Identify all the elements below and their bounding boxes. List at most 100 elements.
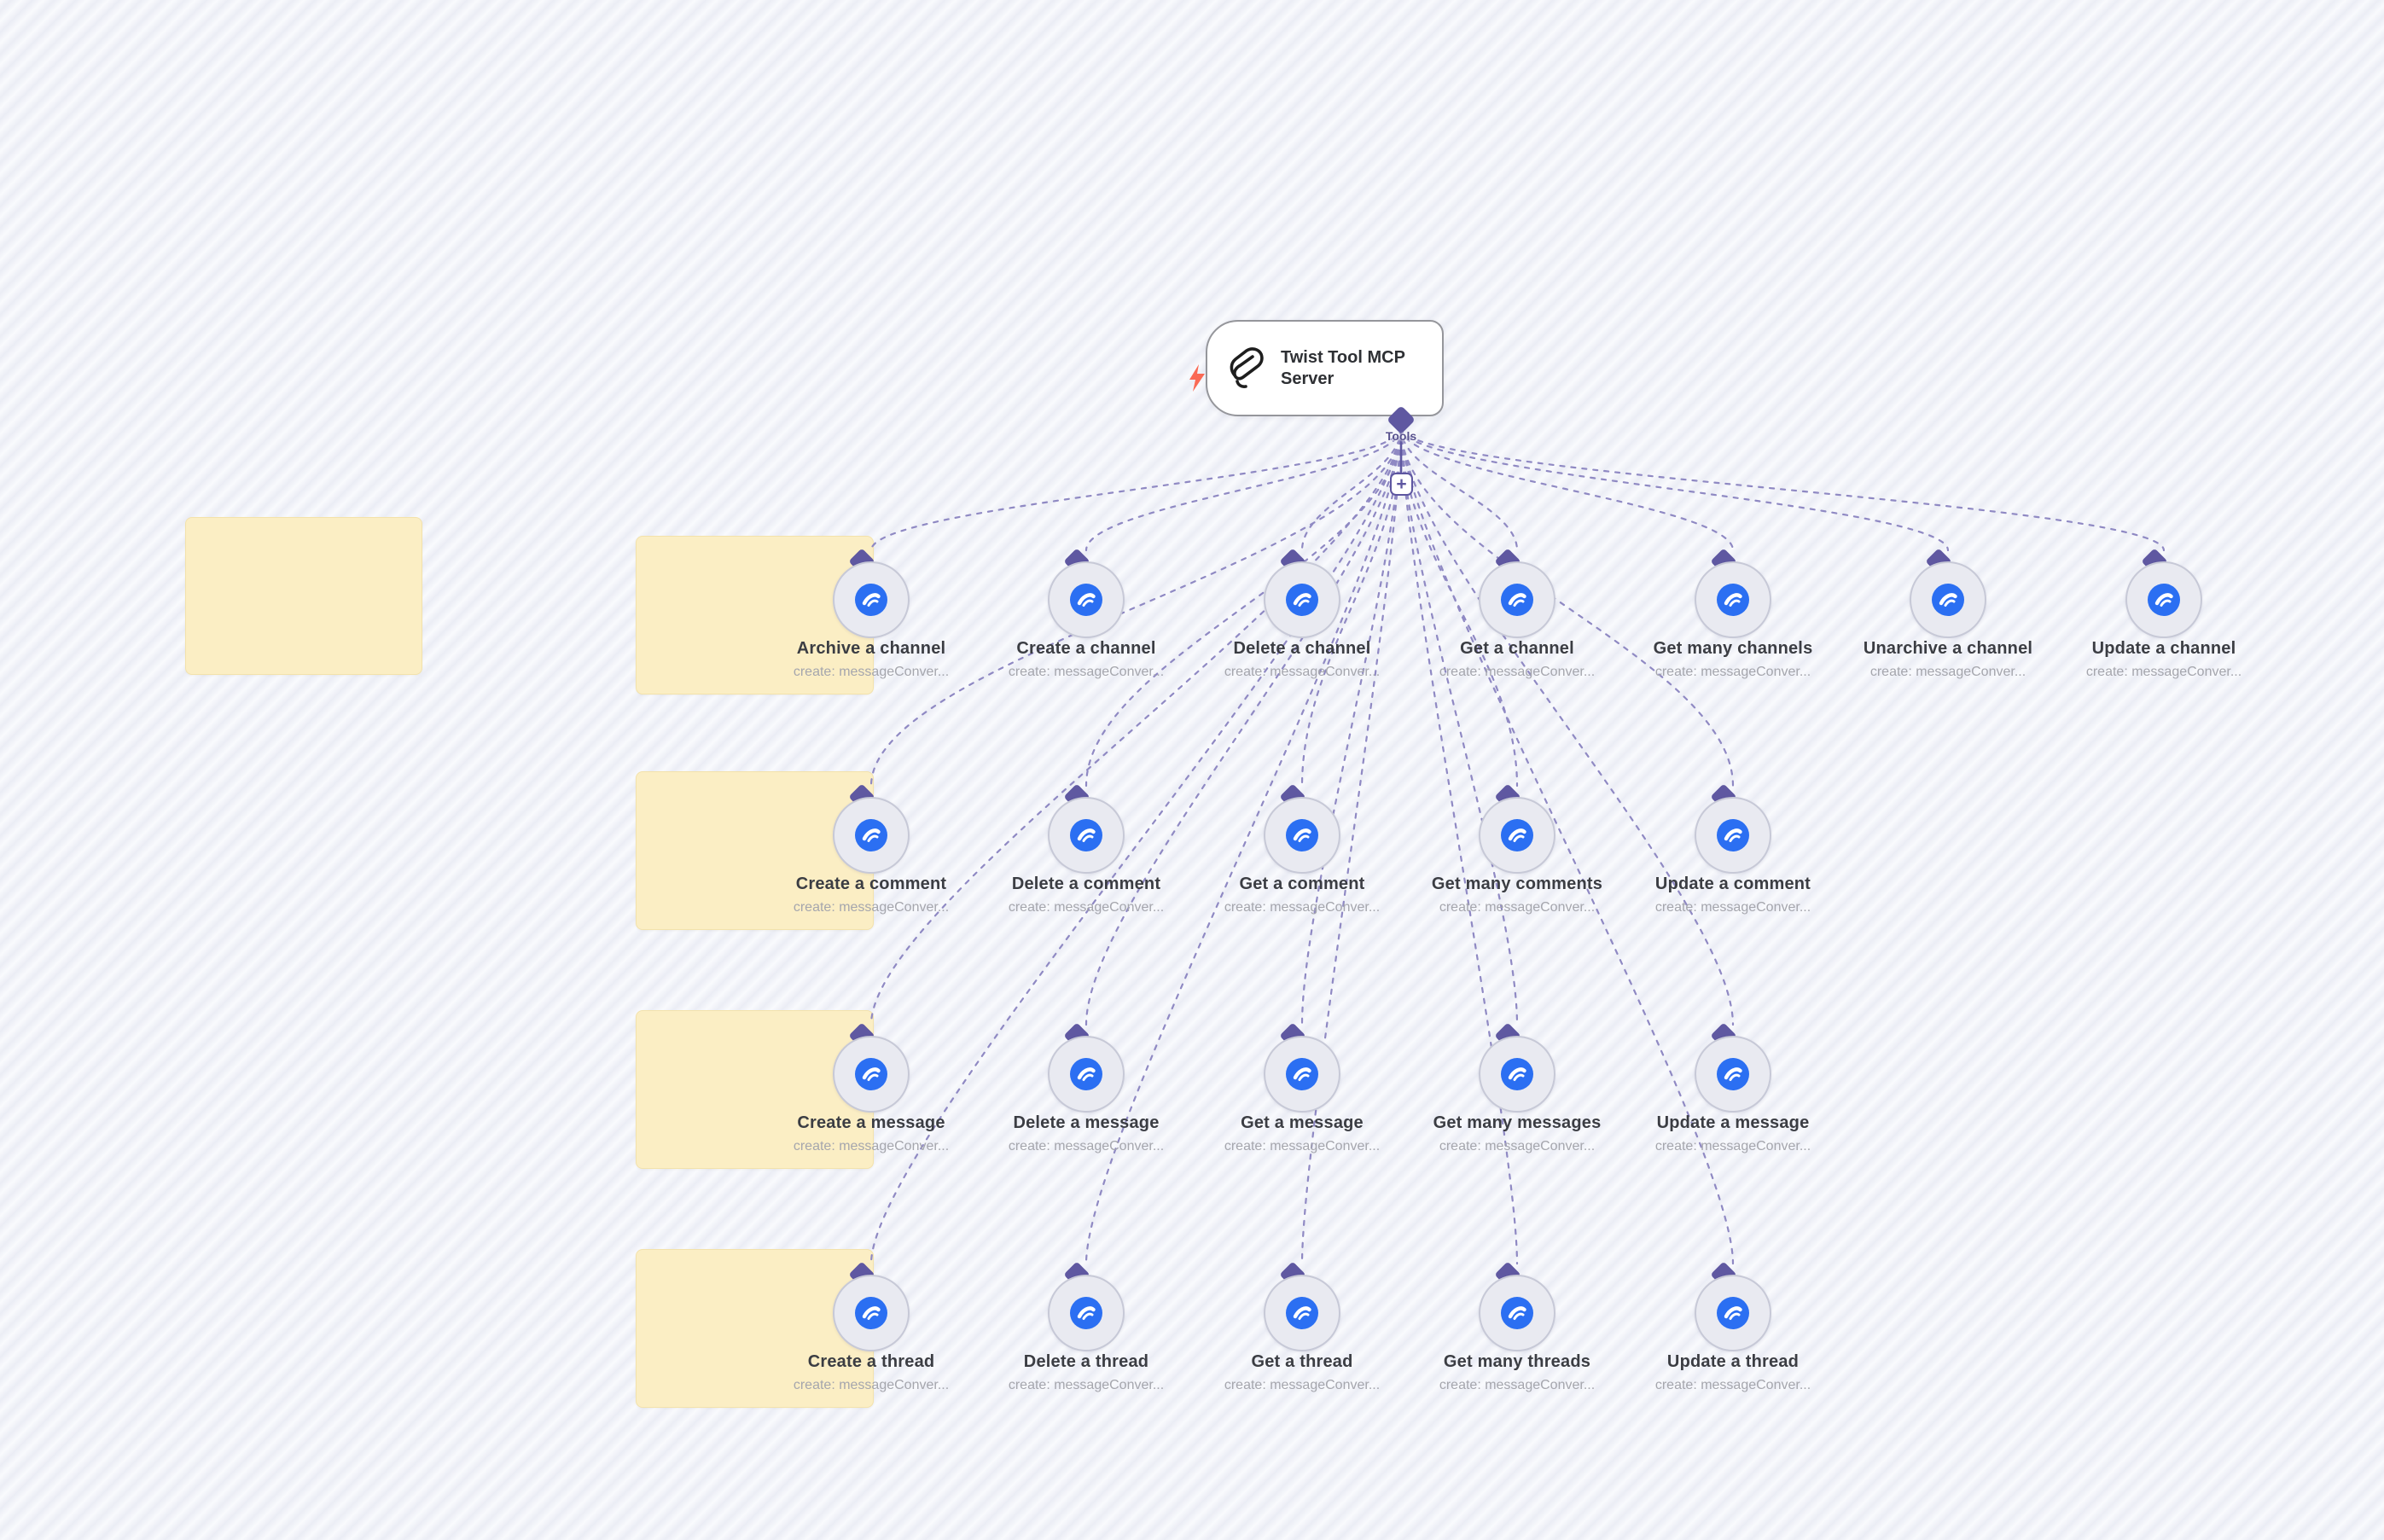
tool-node-title: Delete a channel <box>1233 639 1371 658</box>
tool-node[interactable]: Get a comment create: messageConver... <box>1183 781 1422 960</box>
tool-node[interactable]: Delete a message create: messageConver... <box>967 1020 1206 1199</box>
twist-tool-icon <box>1717 1297 1749 1329</box>
connection-line[interactable] <box>1300 427 1403 1265</box>
tool-node-circle[interactable] <box>1264 797 1340 874</box>
tool-node-subtitle: create: messageConver... <box>1008 665 1165 679</box>
tool-node-title: Update a channel <box>2091 639 2236 658</box>
tool-node-circle[interactable] <box>2125 561 2202 638</box>
sticky-note[interactable] <box>636 536 874 694</box>
twist-tool-icon <box>1717 819 1749 851</box>
connection-line[interactable] <box>1399 427 1735 1026</box>
tool-node-subtitle: create: messageConver... <box>793 1378 950 1392</box>
tool-node-circle[interactable] <box>1048 561 1125 638</box>
sticky-note[interactable] <box>636 1249 874 1408</box>
tool-node-circle[interactable] <box>1264 561 1340 638</box>
tool-node-subtitle: create: messageConver... <box>1654 1378 1811 1392</box>
connection-line[interactable] <box>1084 427 1403 787</box>
sticky-note[interactable] <box>185 517 422 675</box>
tool-node-circle[interactable] <box>1910 561 1986 638</box>
tool-node-subtitle: create: messageConver... <box>1439 900 1596 915</box>
tool-node-circle[interactable] <box>833 561 910 638</box>
connection-line[interactable] <box>1399 427 1519 1265</box>
connection-line[interactable] <box>1399 427 1735 787</box>
tool-node-subtitle: create: messageConver... <box>1224 665 1381 679</box>
connection-line[interactable] <box>869 427 1403 552</box>
tool-node-circle[interactable] <box>1264 1036 1340 1113</box>
connection-line[interactable] <box>1084 427 1403 552</box>
add-tool-button[interactable]: + <box>1390 473 1413 496</box>
connection-line[interactable] <box>1399 427 1950 552</box>
tool-node-circle[interactable] <box>1695 561 1771 638</box>
tool-node-title: Get many messages <box>1433 1113 1602 1132</box>
tool-node[interactable]: Update a channel create: messageConver... <box>2044 545 2283 724</box>
connection-line[interactable] <box>1399 427 1519 552</box>
tool-node-circle[interactable] <box>1695 1275 1771 1351</box>
tool-node-subtitle: create: messageConver... <box>2085 665 2242 679</box>
tool-node-circle[interactable] <box>1264 1275 1340 1351</box>
tool-node-subtitle: create: messageConver... <box>1654 900 1811 915</box>
tool-node-title: Get a message <box>1241 1113 1364 1132</box>
sticky-note[interactable] <box>636 771 874 930</box>
connection-line[interactable] <box>1399 427 1735 552</box>
twist-tool-icon <box>1717 1058 1749 1090</box>
tool-node-circle[interactable] <box>1479 1275 1555 1351</box>
twist-tool-icon <box>1501 1297 1533 1329</box>
tool-node-subtitle: create: messageConver... <box>1008 900 1165 915</box>
tool-node-subtitle: create: messageConver... <box>1654 665 1811 679</box>
tool-node-subtitle: create: messageConver... <box>1224 1378 1381 1392</box>
tool-node-circle[interactable] <box>1479 561 1555 638</box>
connection-line[interactable] <box>869 427 1403 1026</box>
twist-tool-icon <box>1070 1058 1102 1090</box>
tool-node-title: Get a comment <box>1239 875 1365 893</box>
sticky-note[interactable] <box>636 1010 874 1169</box>
connection-line[interactable] <box>869 427 1403 1265</box>
connection-line[interactable] <box>1300 427 1403 787</box>
tool-node-circle[interactable] <box>1479 1036 1555 1113</box>
twist-tool-icon <box>855 819 887 851</box>
tool-node-circle[interactable] <box>833 1036 910 1113</box>
tool-node-circle[interactable] <box>833 1275 910 1351</box>
tool-node[interactable]: Get many channels create: messageConver..… <box>1614 545 1852 724</box>
tool-node-circle[interactable] <box>1048 797 1125 874</box>
twist-logo-icon <box>1230 346 1264 388</box>
tool-node-subtitle: create: messageConver... <box>1224 900 1381 915</box>
tool-node-circle[interactable] <box>1479 797 1555 874</box>
tool-node[interactable]: Delete a channel create: messageConver... <box>1183 545 1422 724</box>
connection-line[interactable] <box>1084 427 1403 1026</box>
lightning-bolt-icon <box>1189 364 1205 392</box>
tool-node-circle[interactable] <box>1048 1036 1125 1113</box>
tool-node-subtitle: create: messageConver... <box>1439 665 1596 679</box>
connection-line[interactable] <box>1399 427 2166 552</box>
tool-node-circle[interactable] <box>1695 797 1771 874</box>
connection-line[interactable] <box>1300 427 1403 552</box>
mcp-server-node[interactable]: Twist Tool MCP Server <box>1206 320 1444 416</box>
tool-node-circle[interactable] <box>1695 1036 1771 1113</box>
tool-node-circle[interactable] <box>833 797 910 874</box>
tool-node-subtitle: create: messageConver... <box>1008 1139 1165 1154</box>
tool-node-circle[interactable] <box>1048 1275 1125 1351</box>
tool-node-title: Delete a message <box>1013 1113 1160 1132</box>
tool-node-title: Unarchive a channel <box>1863 639 2033 658</box>
tool-node-title: Delete a thread <box>1023 1352 1149 1371</box>
tool-node-title: Get many channels <box>1653 639 1813 658</box>
twist-tool-icon <box>1717 584 1749 616</box>
connection-line[interactable] <box>1084 427 1403 1265</box>
